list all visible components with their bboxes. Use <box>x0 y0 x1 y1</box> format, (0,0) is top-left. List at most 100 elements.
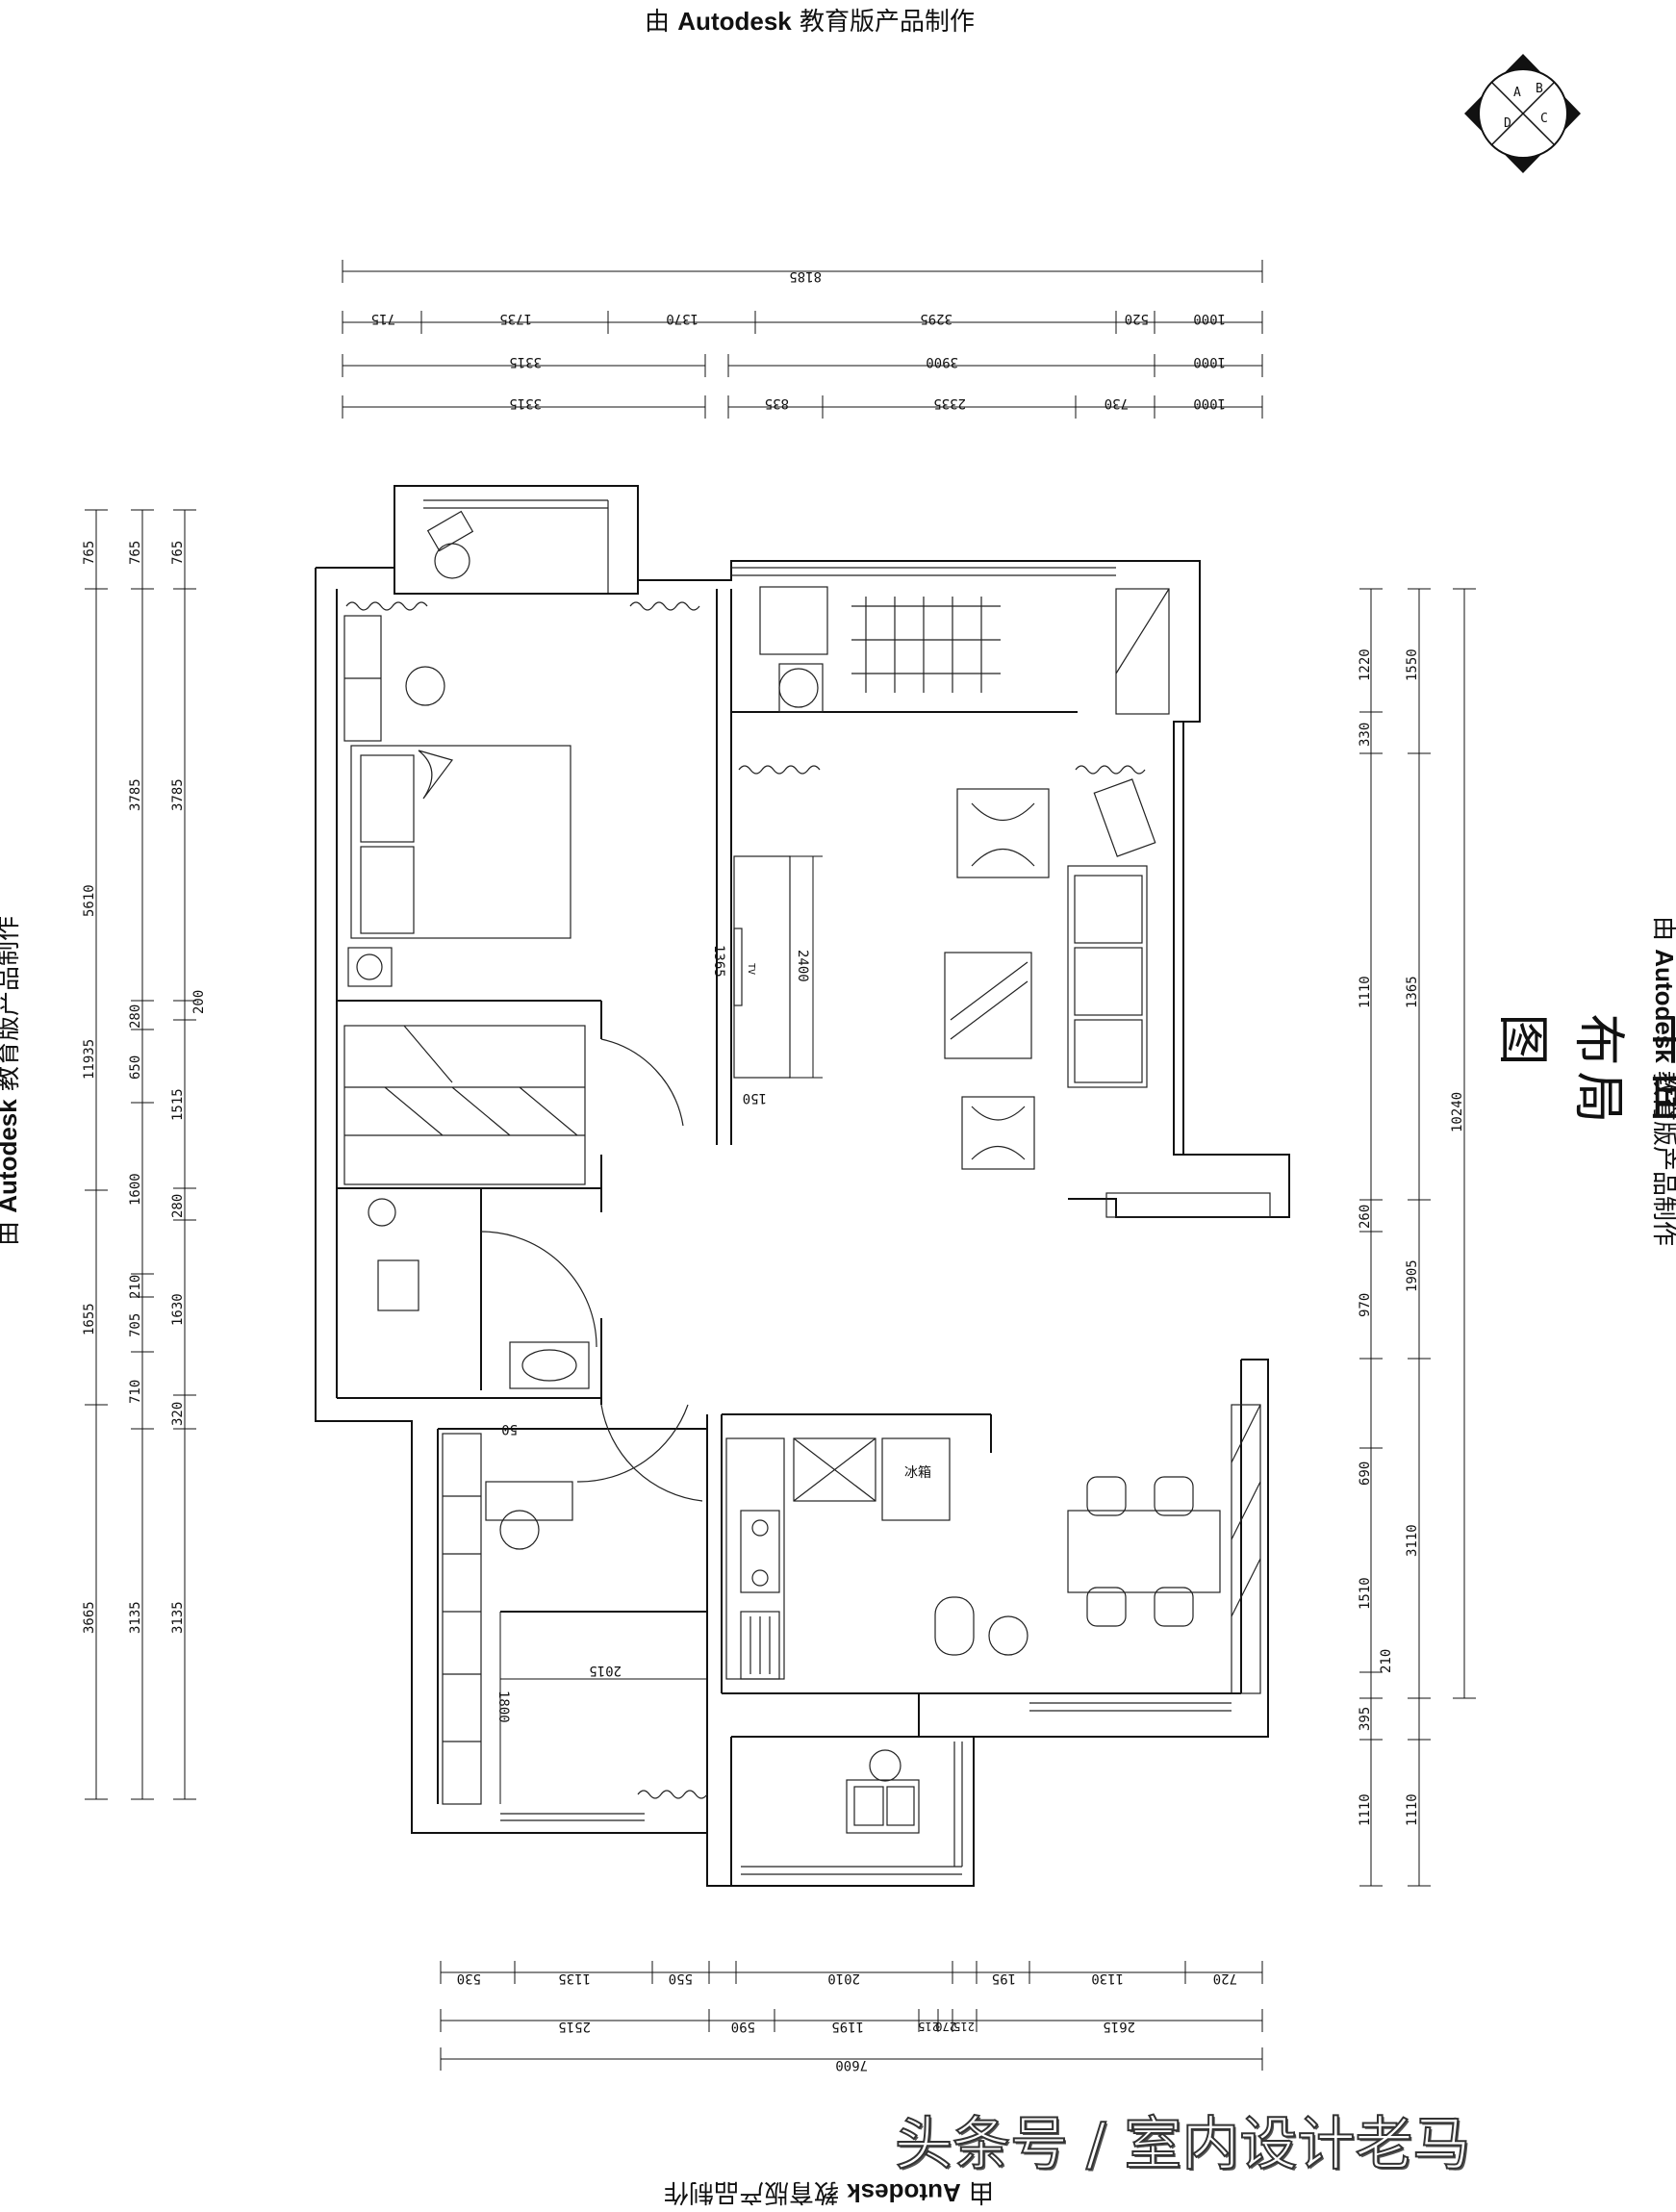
side-chair-icon <box>1094 779 1155 856</box>
dim-left-c0-765: 765 <box>82 541 97 565</box>
compass-label-d: D <box>1504 116 1511 131</box>
dim-top-r2-1000: 1000 <box>1193 354 1226 369</box>
tv-label: TV <box>746 963 756 975</box>
dim-left-c0-5610: 5610 <box>82 884 97 917</box>
dim-top-r3-730: 730 <box>1105 395 1129 411</box>
chair-icon <box>500 1511 539 1549</box>
dim-left-c2-3785: 3785 <box>170 778 186 811</box>
washbasin-icon <box>510 1342 589 1388</box>
dim-right-c0-690: 690 <box>1358 1462 1373 1486</box>
dim-bottom-r1-1195: 1195 <box>831 2019 864 2034</box>
dim-top-r2-3315: 3315 <box>509 354 542 369</box>
dim-left-c2-3135: 3135 <box>170 1601 186 1634</box>
dim-bottom-r1-215b: 215 <box>953 2020 975 2033</box>
dim-top-r3-3315: 3315 <box>509 395 542 411</box>
gas-stove-icon <box>741 1511 779 1592</box>
floor-drain-icon <box>368 1199 395 1226</box>
dim-interior-2400: 2400 <box>795 950 810 982</box>
dim-left-c2-1630: 1630 <box>170 1293 186 1326</box>
dining-chair-icon <box>1155 1477 1193 1515</box>
dim-right-c0-260: 260 <box>1358 1205 1373 1229</box>
door-swing <box>601 1405 702 1501</box>
dim-left-c2-765: 765 <box>170 541 186 565</box>
toilet-icon <box>378 1260 419 1310</box>
stool-icon <box>989 1616 1028 1655</box>
armchair-icon <box>957 789 1049 877</box>
tv-cabinet <box>734 856 790 1078</box>
dim-right-c0-970: 970 <box>1358 1293 1373 1317</box>
dim-interior-1365: 1365 <box>711 945 726 978</box>
dining-chair-icon <box>1087 1588 1126 1626</box>
dim-right-c1-1110: 1110 <box>1405 1793 1420 1826</box>
dim-right-c1-1365: 1365 <box>1405 976 1420 1008</box>
dim-left-c1-705: 705 <box>128 1313 143 1337</box>
dim-interior-1800: 1800 <box>495 1691 511 1723</box>
dim-bottom-r1-270: 270 <box>935 2020 956 2033</box>
dim-right-c0-330: 330 <box>1358 723 1373 747</box>
dim-top-r3-2335: 2335 <box>933 395 966 411</box>
dim-right-c0-395: 395 <box>1358 1707 1373 1731</box>
dim-right-c0-1110: 1110 <box>1358 976 1373 1008</box>
dim-right-c1-1550: 1550 <box>1405 648 1420 681</box>
dim-left-c0-3665: 3665 <box>82 1601 97 1634</box>
compass-label-c: C <box>1540 112 1548 126</box>
dim-top-r1-3295: 3295 <box>920 311 952 326</box>
person-icon <box>870 1750 901 1781</box>
dim-left-c1-650: 650 <box>128 1055 143 1080</box>
dim-bottom-r0-530: 530 <box>457 1970 481 1986</box>
washing-machine-icon <box>760 587 827 654</box>
dim-interior-2015: 2015 <box>589 1663 622 1678</box>
door-swing <box>577 1405 688 1482</box>
dim-right-c0-1220: 1220 <box>1358 648 1373 681</box>
storage-cabinet <box>1116 589 1169 714</box>
sofa-icon <box>1068 866 1147 1087</box>
dim-top-r0-8185: 8185 <box>789 268 822 284</box>
dim-bottom-r1-2615: 2615 <box>1103 2019 1135 2034</box>
dim-top-r1-715: 715 <box>371 311 395 326</box>
dim-left-c0-11935: 11935 <box>82 1039 97 1080</box>
dim-left-c2-200: 200 <box>191 990 207 1014</box>
dining-chair-icon <box>1087 1477 1126 1515</box>
desk <box>486 1482 572 1520</box>
sideboard <box>1232 1405 1260 1693</box>
dim-left-c1-210: 210 <box>128 1275 143 1299</box>
dim-right-c1-1905: 1905 <box>1405 1259 1420 1292</box>
dim-top-r1-1370: 1370 <box>666 311 698 326</box>
second-bedroom <box>443 1405 688 1804</box>
compass-label-b: B <box>1536 82 1543 96</box>
low-cabinet <box>1106 1193 1270 1217</box>
dim-bottom-r0-550: 550 <box>669 1970 693 1986</box>
dim-top-r1-1735: 1735 <box>499 311 532 326</box>
dim-left-c1-710: 710 <box>128 1380 143 1404</box>
laundry-area <box>760 587 1169 714</box>
dim-bottom-r1-2515: 2515 <box>558 2019 591 2034</box>
dim-left-c2-1515: 1515 <box>170 1088 186 1121</box>
kitchen: 冰箱 <box>726 1438 1028 1833</box>
dim-top-r3-1000: 1000 <box>1193 395 1226 411</box>
door-swing <box>481 1232 597 1347</box>
nightstand-lamp <box>348 948 392 986</box>
exterior-walls <box>316 486 1289 1886</box>
kitchen-counter <box>726 1438 784 1679</box>
dim-left-c0-1655: 1655 <box>82 1303 97 1335</box>
dim-left-c1-3785: 3785 <box>128 778 143 811</box>
dining-table <box>1068 1511 1220 1592</box>
drying-rack-icon <box>851 597 1001 693</box>
dim-bottom-r1-590: 590 <box>731 2019 755 2034</box>
dim-bottom-r0-1130: 1130 <box>1091 1970 1124 1986</box>
interior-dimensions <box>500 856 823 1804</box>
dim-bottom-r0-720: 720 <box>1213 1970 1237 1986</box>
dim-left-c1-280: 280 <box>128 1004 143 1029</box>
dining-chair-icon <box>1155 1588 1193 1626</box>
dim-bottom-r0-2010: 2010 <box>827 1970 860 1986</box>
dim-interior-150: 150 <box>743 1090 767 1106</box>
curtains <box>346 602 1145 1798</box>
dim-right-c0-1510: 1510 <box>1358 1577 1373 1610</box>
dim-left-c2-280: 280 <box>170 1194 186 1218</box>
dim-top-r1-1000: 1000 <box>1193 311 1226 326</box>
dim-right-c0-210: 210 <box>1379 1649 1394 1673</box>
dim-right-c0-1110: 1110 <box>1358 1793 1373 1826</box>
dim-right-c2-10240: 10240 <box>1450 1092 1465 1132</box>
dim-top-r2-3900: 3900 <box>926 354 958 369</box>
